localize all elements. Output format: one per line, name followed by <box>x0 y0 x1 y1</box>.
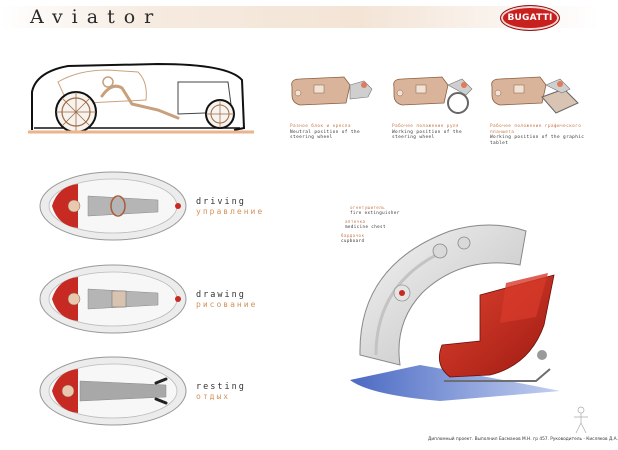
annotation-medicine-chest: аптечка medicine chest <box>345 219 386 229</box>
caption-en: Working position of the steering wheel <box>392 129 462 141</box>
working-wheel-sketch <box>393 76 473 114</box>
cockpit-resting-view <box>39 356 187 426</box>
mode-resting-label: resting отдых <box>196 382 246 402</box>
annotation-en: medicine chest <box>345 224 386 230</box>
cockpit-drawing-view <box>39 264 187 334</box>
mode-en: drawing <box>196 290 246 300</box>
brand-label: BUGATTI <box>507 13 553 23</box>
mode-en: resting <box>196 382 246 392</box>
caption-en: Neutral position of the steering wheel <box>290 129 360 141</box>
mode-driving-label: driving управление <box>196 197 264 217</box>
working-tablet-sketch <box>491 76 579 114</box>
working-wheel-caption: Рабочее положение руля Working position … <box>392 124 487 141</box>
mode-ru: рисование <box>196 300 258 309</box>
annotation-en: fire extinguisher <box>350 210 400 216</box>
caption-ru: Рабочее положение руля <box>392 124 459 129</box>
working-tablet-caption: Рабочее положение графического планшета … <box>490 124 590 146</box>
mode-ru: отдых <box>196 392 231 401</box>
annotation-fire-extinguisher: огнетушитель fire extinguisher <box>350 205 400 215</box>
annotation-ru: бардачок <box>341 233 365 238</box>
figure-sketch <box>574 406 588 434</box>
caption-ru: Разное блок и кресла <box>290 124 351 129</box>
mode-ru: управление <box>196 207 265 216</box>
bugatti-logo: BUGATTI <box>500 5 560 31</box>
seat-render <box>350 224 560 401</box>
neutral-position-caption: Разное блок и кресла Neutral position of… <box>290 124 385 141</box>
annotation-cupboard: бардачок cupboard <box>341 233 364 243</box>
annotation-ru: аптечка <box>345 219 366 224</box>
page-title: Aviator <box>30 6 163 28</box>
caption-en: Working position of the graphic tablet <box>490 135 585 146</box>
footer-credits: Дипломный проект. Выполнил Басманов М.Н.… <box>428 437 618 442</box>
caption-ru: Рабочее положение графического планшета <box>490 124 582 135</box>
cockpit-driving-view <box>39 171 187 241</box>
annotation-en: cupboard <box>341 238 365 244</box>
mode-en: driving <box>196 197 246 207</box>
vehicle-side-view <box>28 62 254 134</box>
annotation-ru: огнетушитель <box>350 205 386 210</box>
neutral-position-sketch <box>291 76 373 106</box>
mode-drawing-label: drawing рисование <box>196 290 257 310</box>
title-band <box>0 6 600 28</box>
